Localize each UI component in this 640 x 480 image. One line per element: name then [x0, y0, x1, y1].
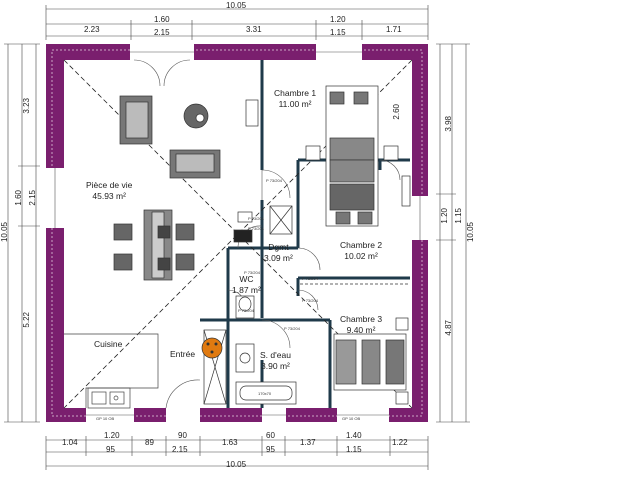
dim-bot-a8: 1.40: [346, 431, 362, 440]
dim-right-total: 10.05: [466, 222, 475, 243]
dim-top-b1: 2.15: [154, 28, 170, 37]
room-label-bath: S. d'eau 3.90 m²: [260, 350, 291, 372]
room-label-bed3: Chambre 3 9.40 m²: [340, 314, 382, 336]
room-label-bed1: Chambre 1 11.00 m²: [274, 88, 316, 110]
dim-bot-a4: 90: [178, 431, 187, 440]
dim-top-a3: 3.31: [246, 25, 262, 34]
bed3-name: Chambre 3: [340, 314, 383, 324]
room-label-storage: Dgmt 3.09 m²: [264, 242, 293, 264]
dim-left-b1: 2.15: [28, 190, 37, 206]
room-label-bed2: Chambre 2 10.02 m²: [340, 240, 382, 262]
tag-door-1: P 73/204: [266, 178, 282, 183]
dim-bot-a5: 1.63: [222, 438, 238, 447]
room-label-living: Pièce de vie 45.93 m²: [86, 180, 132, 202]
tag-door-6: P 73/204: [238, 308, 254, 313]
bed1-area: 11.00 m²: [278, 99, 312, 109]
dim-bot-a9: 1.22: [392, 438, 408, 447]
kitchen-worktop: [64, 333, 159, 409]
tag-door-4: P 73/204: [302, 276, 318, 281]
dim-right-a3: 4.87: [444, 320, 453, 336]
dim-bot-b1: 95: [106, 445, 115, 454]
interior-partitions: [200, 60, 410, 408]
tag-door-7: P 73/204: [284, 326, 300, 331]
bed2-area: 10.02 m²: [344, 251, 378, 261]
tag-bathtub: 170x70: [258, 391, 272, 396]
dim-top-a5: 1.71: [386, 25, 402, 34]
bedroom1-furniture: [269, 85, 399, 235]
dim-right-b1: 2.60: [392, 104, 401, 120]
wc-name: WC: [239, 274, 254, 284]
dim-bot-a7: 1.37: [300, 438, 316, 447]
bath-area: 3.90 m²: [261, 361, 290, 371]
dim-top-total: 10.05: [226, 1, 247, 10]
storage-area: 3.09 m²: [264, 253, 293, 263]
living-furniture: [113, 95, 259, 281]
dim-left-a2: 1.60: [14, 190, 23, 206]
tag-door-5: P 73/204: [302, 298, 318, 303]
wc-area: 1.87 m²: [232, 285, 261, 295]
bed3-area: 9.40 m²: [346, 325, 376, 335]
tag-window-bottom-2: GP 10 OB: [342, 416, 361, 421]
tag-door-3: P 73/204: [248, 226, 264, 231]
dim-bot-b3: 95: [266, 445, 275, 454]
dim-right-a2: 1.20: [440, 208, 449, 224]
dim-bot-total: 10.05: [226, 460, 247, 469]
bedroom3-furniture: [333, 317, 409, 405]
storage-name: Dgmt: [268, 242, 289, 252]
dim-bot-b2: 2.15: [172, 445, 188, 454]
bed2-name: Chambre 2: [340, 240, 383, 250]
tag-door-8: P 73/204: [244, 270, 260, 275]
dim-top-a4: 1.20: [330, 15, 346, 24]
kitchen-name: Cuisine: [94, 339, 123, 349]
bath-name: S. d'eau: [260, 350, 291, 360]
bedroom2-furniture: [300, 175, 411, 285]
living-area: 45.93 m²: [92, 191, 126, 201]
dim-top-a1: 2.23: [84, 25, 100, 34]
room-label-wc: WC 1.87 m²: [232, 274, 261, 296]
dim-bot-a1: 1.04: [62, 438, 78, 447]
entry-name: Entrée: [170, 349, 196, 359]
dim-bot-a6: 60: [266, 431, 275, 440]
dim-bot-b4: 1.15: [346, 445, 362, 454]
dim-left-a1: 3.23: [22, 98, 31, 114]
dim-right-a1: 3.98: [444, 116, 453, 132]
dim-left-total: 10.05: [0, 222, 9, 243]
dimension-lines: [4, 5, 470, 470]
room-label-kitchen: Cuisine: [94, 339, 122, 350]
bed1-name: Chambre 1: [274, 88, 317, 98]
bathroom-furniture: [203, 295, 297, 405]
dim-right-b2: 1.15: [454, 208, 463, 224]
living-name: Pièce de vie: [86, 180, 133, 190]
water-heater: [201, 337, 223, 359]
dim-bot-a3: 89: [145, 438, 154, 447]
room-label-entry: Entrée: [170, 349, 195, 360]
dim-bot-a2: 1.20: [104, 431, 120, 440]
tag-door-2: P 73/204: [248, 216, 264, 221]
tag-window-bottom-1: GP 10 OB: [96, 416, 115, 421]
dim-left-a3: 5.22: [22, 312, 31, 328]
dim-top-a2: 1.60: [154, 15, 170, 24]
dim-top-b2: 1.15: [330, 28, 346, 37]
